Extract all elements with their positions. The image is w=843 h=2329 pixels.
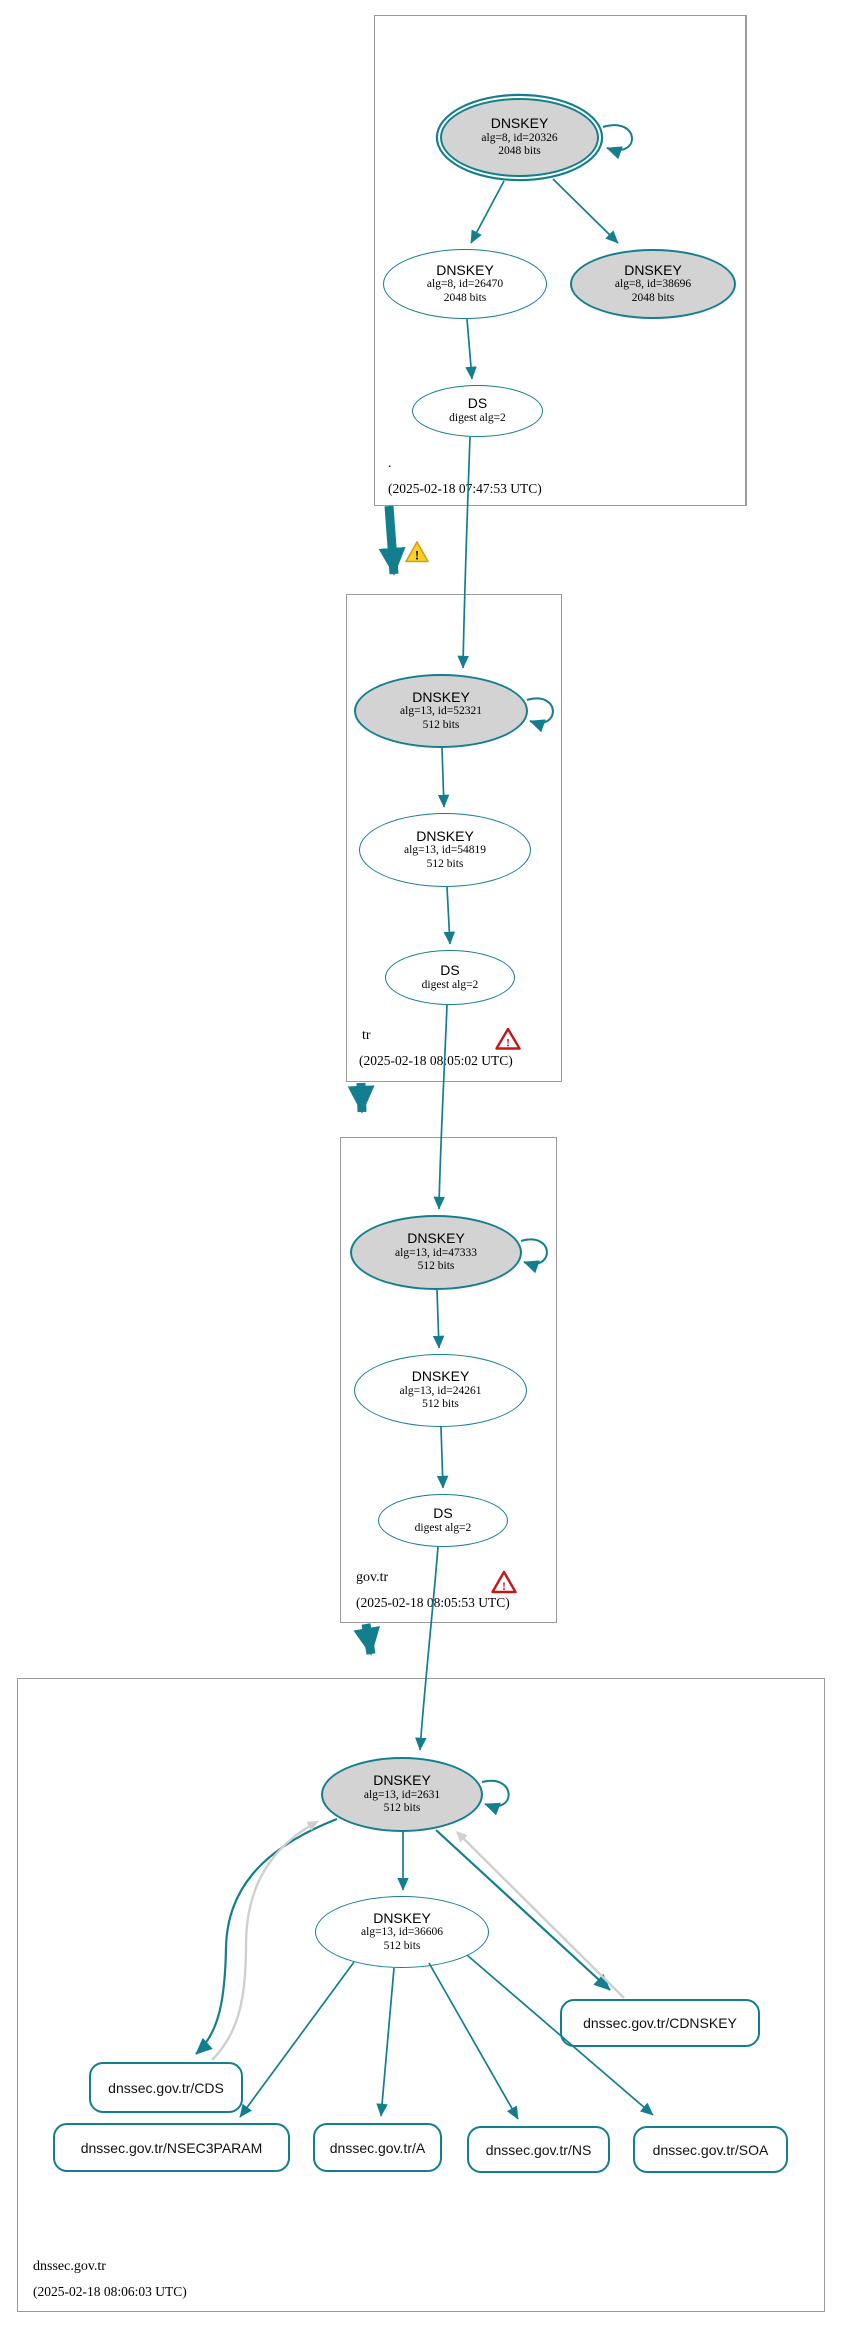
dnskey-alg-id: alg=13, id=52321 (400, 705, 482, 718)
dnskey-alg-id: alg=13, id=24261 (399, 1384, 482, 1397)
dnskey-tr-ksk-52321[interactable]: DNSKEY alg=13, id=52321 512 bits (354, 674, 528, 748)
dnskey-govtr-ksk-47333[interactable]: DNSKEY alg=13, id=47333 512 bits (350, 1215, 522, 1290)
ds-title: DS (467, 395, 488, 412)
dnskey-title: DNSKEY (436, 261, 494, 278)
dnskey-title: DNSKEY (407, 1230, 465, 1247)
dnskey-title: DNSKEY (416, 827, 474, 844)
dnskey-dnssec-zsk-36606[interactable]: DNSKEY alg=13, id=36606 512 bits (315, 1896, 489, 1968)
dnskey-root-38696[interactable]: DNSKEY alg=8, id=38696 2048 bits (570, 249, 736, 319)
ds-title: DS (433, 1504, 453, 1521)
dnskey-govtr-zsk-24261[interactable]: DNSKEY alg=13, id=24261 512 bits (354, 1354, 527, 1427)
zone-label-dnssec-govtr: dnssec.gov.tr (33, 2259, 106, 2274)
dnskey-bits: 512 bits (426, 857, 464, 870)
rrset-nsec3param[interactable]: dnssec.gov.tr/NSEC3PARAM (53, 2123, 290, 2172)
zone-timestamp-root: (2025-02-18 07:47:53 UTC) (388, 481, 542, 496)
zone-timestamp-govtr: (2025-02-18 08:05:53 UTC) (356, 1595, 510, 1610)
zone-timestamp-tr: (2025-02-18 08:05:02 UTC) (359, 1053, 513, 1068)
dnskey-bits: 512 bits (422, 718, 460, 731)
dnskey-title: DNSKEY (373, 1772, 431, 1789)
dnskey-bits: 2048 bits (443, 291, 487, 304)
svg-text:!: ! (415, 548, 419, 563)
dnskey-bits: 512 bits (417, 1260, 455, 1273)
dnskey-title: DNSKEY (412, 688, 470, 705)
dnskey-alg-id: alg=8, id=26470 (426, 278, 504, 291)
zone-label-govtr: gov.tr (356, 1570, 389, 1585)
ds-digest: digest alg=2 (449, 412, 506, 425)
ds-digest: digest alg=2 (421, 978, 479, 991)
dnskey-root-zsk-26470[interactable]: DNSKEY alg=8, id=26470 2048 bits (383, 249, 547, 319)
zone-timestamp-dnssec-govtr: (2025-02-18 08:06:03 UTC) (33, 2284, 187, 2299)
dnskey-alg-id: alg=8, id=38696 (614, 278, 692, 291)
dnskey-bits: 2048 bits (631, 291, 675, 304)
ds-govtr[interactable]: DS digest alg=2 (378, 1494, 508, 1547)
dnskey-bits: 512 bits (383, 1802, 421, 1815)
dnskey-root-ksk-20326[interactable]: DNSKEY alg=8, id=20326 2048 bits (440, 98, 599, 177)
ds-digest: digest alg=2 (414, 1521, 472, 1534)
ds-tr[interactable]: DS digest alg=2 (385, 950, 515, 1005)
dnskey-alg-id: alg=13, id=54819 (404, 844, 486, 857)
dnskey-alg-id: alg=8, id=20326 (481, 131, 558, 144)
rrset-soa[interactable]: dnssec.gov.tr/SOA (633, 2126, 788, 2173)
dnskey-tr-zsk-54819[interactable]: DNSKEY alg=13, id=54819 512 bits (359, 813, 531, 887)
dnskey-title: DNSKEY (624, 261, 682, 278)
edge-delegation-tr-govtr (347, 1082, 375, 1114)
edge-delegation-govtr-dnssec (353, 1623, 381, 1656)
ds-root[interactable]: DS digest alg=2 (412, 385, 543, 437)
rrset-a[interactable]: dnssec.gov.tr/A (313, 2123, 442, 2172)
rrset-cds[interactable]: dnssec.gov.tr/CDS (89, 2062, 243, 2113)
dnskey-bits: 512 bits (383, 1939, 421, 1952)
rrset-ns[interactable]: dnssec.gov.tr/NS (467, 2126, 610, 2173)
dnskey-title: DNSKEY (411, 1368, 470, 1385)
dnskey-alg-id: alg=13, id=47333 (395, 1246, 477, 1259)
zone-label-root: . (388, 456, 392, 471)
ds-title: DS (440, 961, 460, 978)
rrset-cdnskey[interactable]: dnssec.gov.tr/CDNSKEY (560, 1999, 760, 2047)
edge-delegation-root-tr (378, 505, 406, 576)
zone-label-tr: tr (362, 1028, 371, 1043)
dnskey-title: DNSKEY (490, 115, 549, 132)
dnskey-bits: 2048 bits (498, 145, 541, 158)
dnskey-dnssec-ksk-2631[interactable]: DNSKEY alg=13, id=2631 512 bits (321, 1757, 483, 1832)
dnskey-alg-id: alg=13, id=36606 (361, 1926, 443, 1939)
warning-icon: ! (405, 541, 429, 563)
dnskey-alg-id: alg=13, id=2631 (363, 1788, 441, 1801)
dnskey-bits: 512 bits (422, 1398, 459, 1411)
dnskey-title: DNSKEY (373, 1909, 431, 1926)
